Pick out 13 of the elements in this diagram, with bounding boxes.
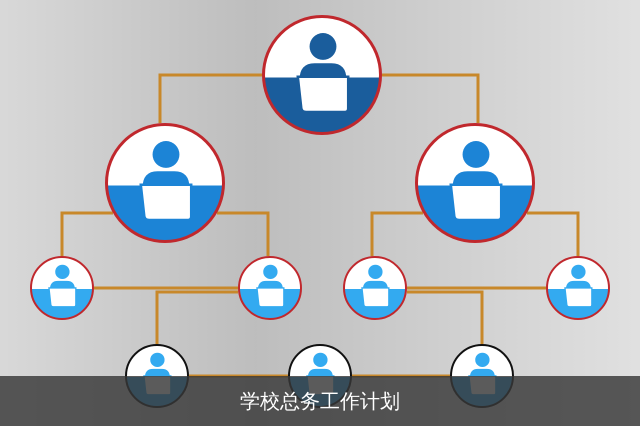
connector-line: [382, 74, 480, 123]
connector-line: [60, 212, 113, 256]
connector-line: [407, 286, 546, 290]
connector-line: [527, 212, 580, 256]
connector-line: [352, 374, 450, 378]
connector-line: [217, 212, 270, 256]
connector-line: [407, 290, 484, 344]
connector-line: [94, 286, 238, 290]
connector-line: [370, 212, 423, 256]
connector-line: [158, 74, 262, 123]
caption-band: 学校总务工作计划: [0, 376, 640, 426]
connector-line: [156, 290, 238, 344]
connector-line: [189, 374, 288, 378]
